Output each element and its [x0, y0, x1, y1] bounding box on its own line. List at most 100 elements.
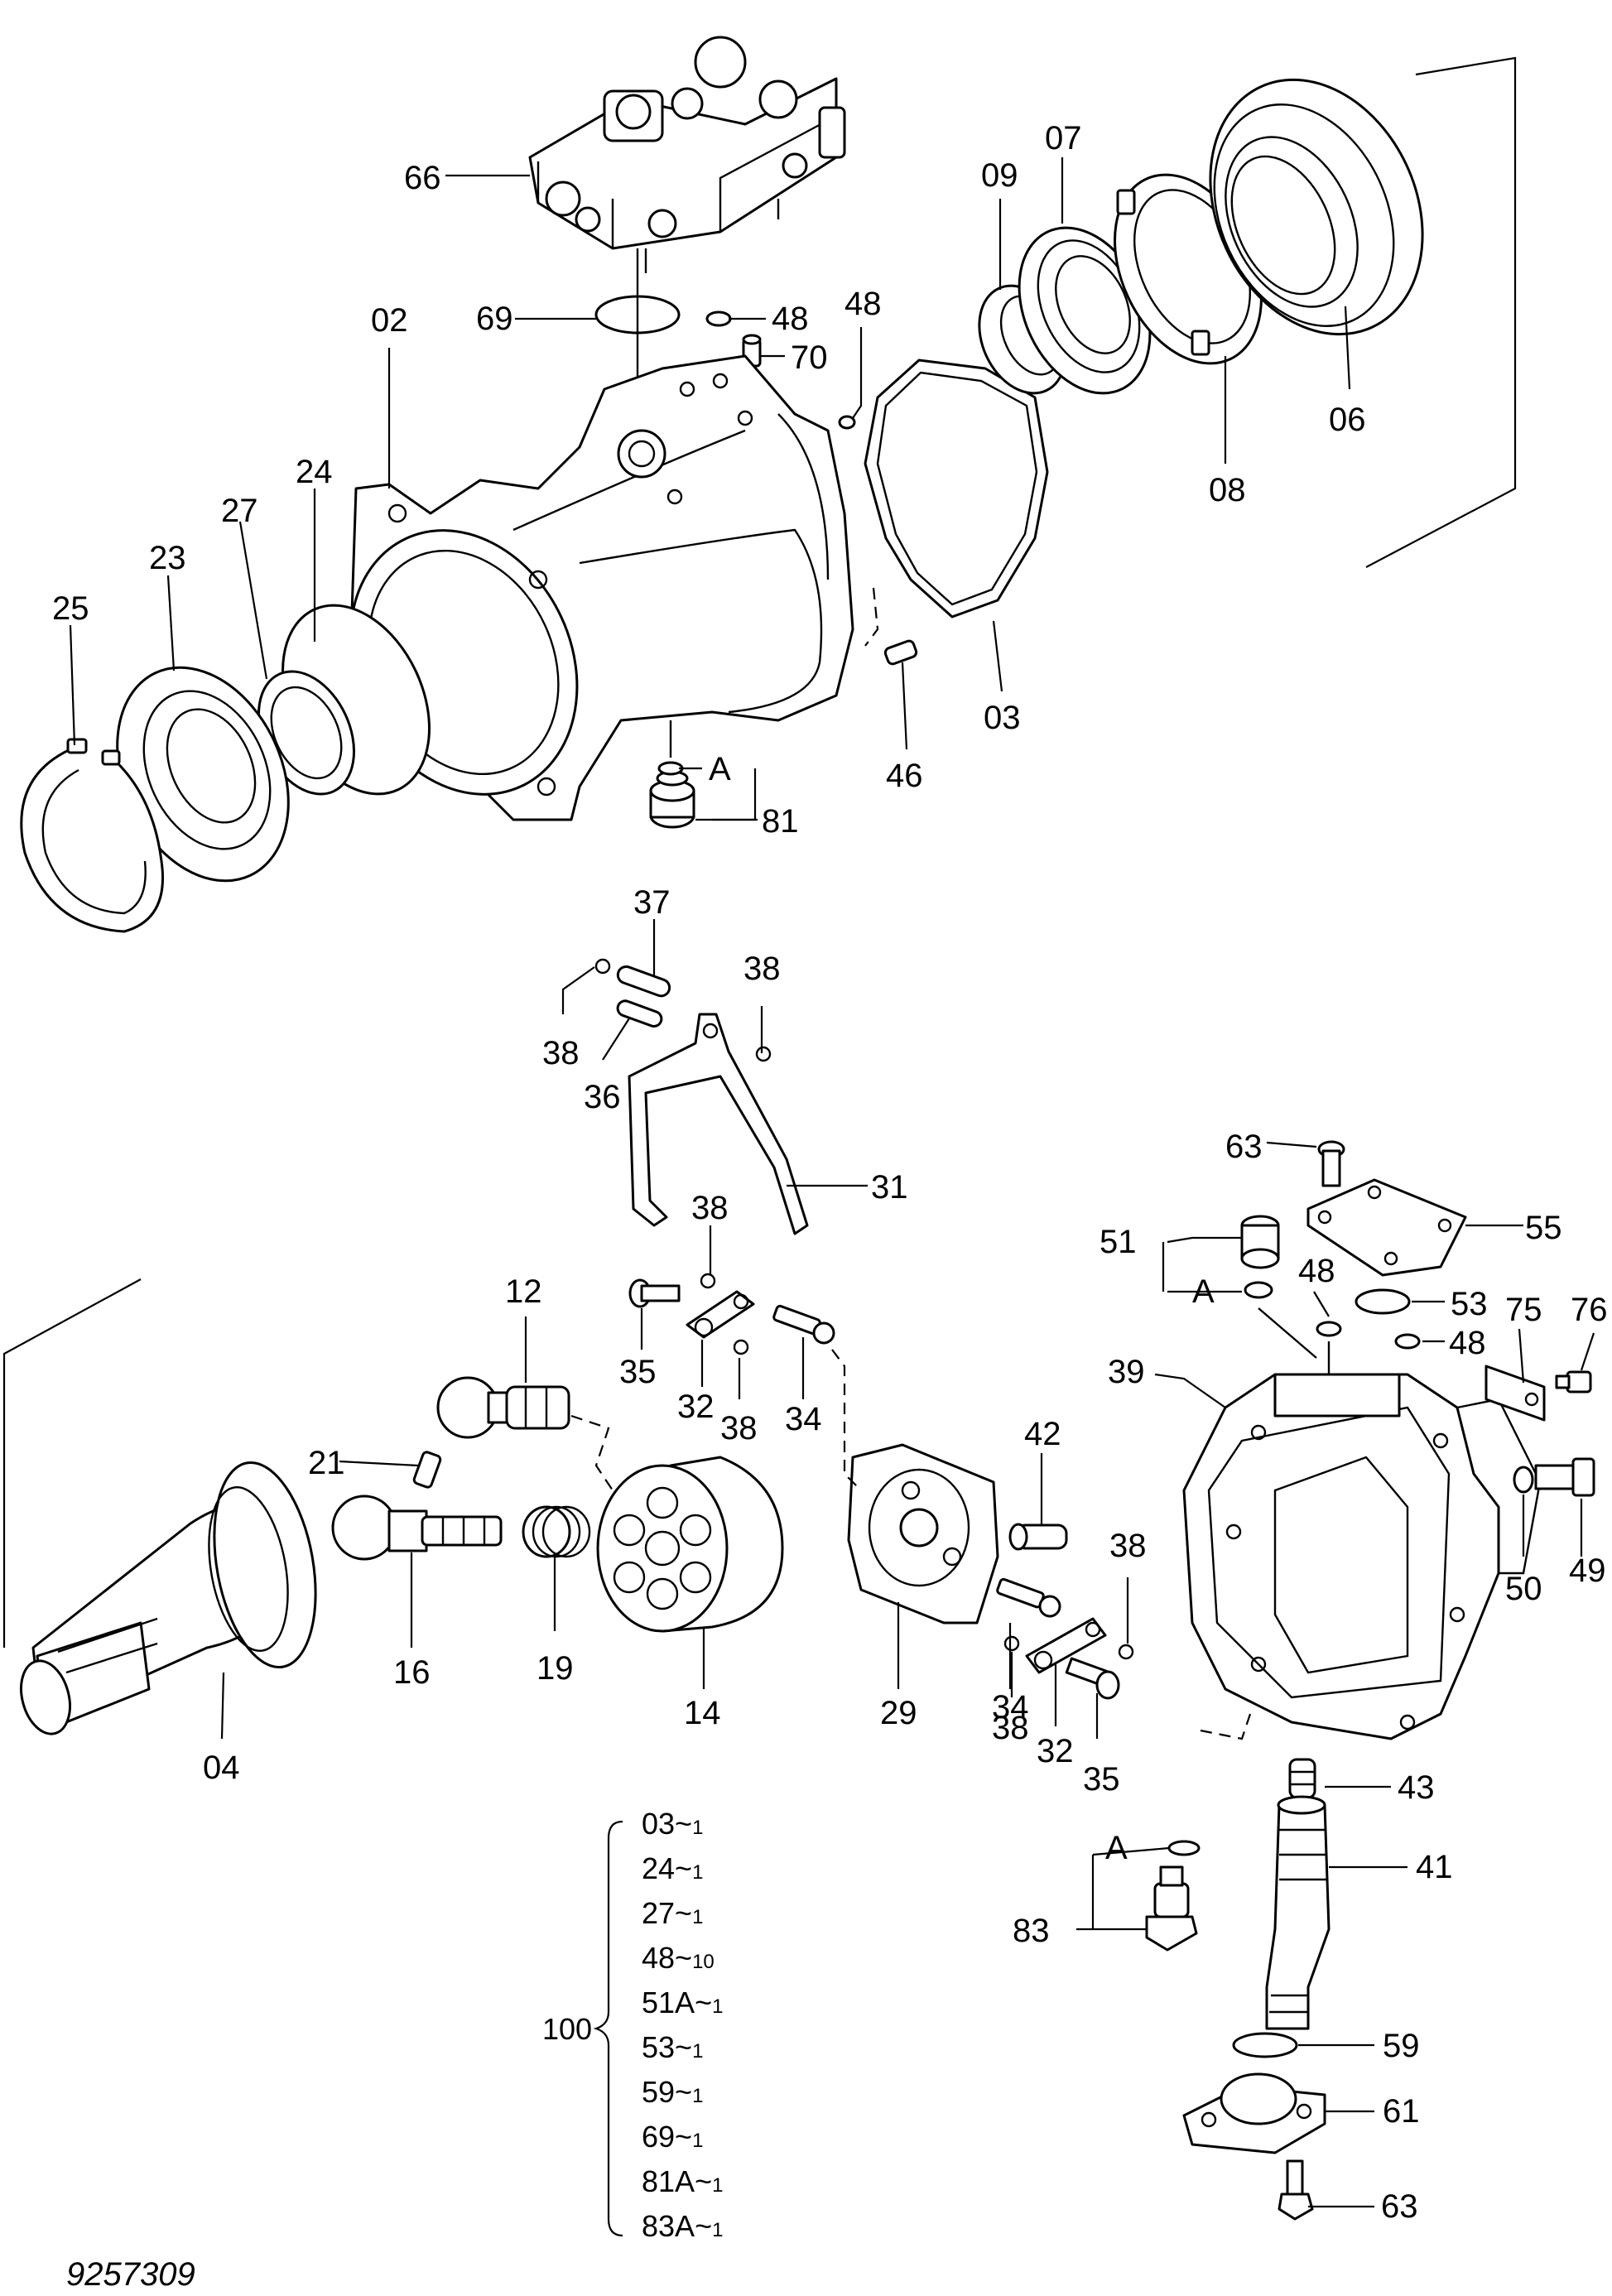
part-38-clip-e: [1118, 1644, 1134, 1660]
callout-42: 42: [1024, 1416, 1061, 1452]
part-48-o-ring-top: [705, 310, 732, 327]
seal-kit-item-qty: 1: [712, 1995, 723, 2018]
part-34-pin-upper: [772, 1304, 835, 1345]
callout-mark-a-bottom: A: [1105, 1830, 1128, 1866]
callout-66: 66: [404, 160, 441, 196]
seal-kit-item: 24~1: [642, 1851, 703, 1885]
seal-kit-item-code: 03: [642, 1807, 675, 1841]
seal-kit-item: 27~1: [642, 1896, 703, 1930]
seal-kit-item-qty: 1: [692, 1861, 703, 1884]
part-53-o-ring: [1355, 1288, 1411, 1315]
callout-49: 49: [1569, 1552, 1606, 1589]
part-25-snap-ring: [20, 738, 164, 933]
seal-kit-item-code: 59: [642, 2075, 675, 2109]
callout-25: 25: [52, 590, 89, 627]
callout-07: 07: [1045, 120, 1082, 156]
seal-kit-item-code: 27: [642, 1896, 675, 1930]
callout-34-upper: 34: [785, 1401, 822, 1437]
part-83-sensor: [1145, 1865, 1198, 1952]
seal-kit-item-qty: 1: [692, 2040, 703, 2063]
callout-12: 12: [505, 1273, 542, 1310]
seal-kit-item-separator: ~: [675, 2030, 692, 2064]
seal-kit-item: 48~10: [642, 1941, 715, 1975]
part-50-washer: [1513, 1466, 1534, 1494]
callout-32-lower: 32: [1037, 1733, 1074, 1769]
part-35-pin-lower: [1065, 1657, 1120, 1700]
callout-03: 03: [984, 700, 1021, 736]
callout-38-b: 38: [542, 1035, 580, 1071]
callout-38-e: 38: [1109, 1528, 1147, 1564]
part-63-bolt-bottom: [1278, 2159, 1314, 2221]
part-31-lever: [628, 1013, 809, 1235]
part-04-drive-shaft: [20, 1461, 317, 1735]
part-21-pin: [412, 1451, 442, 1489]
callout-59: 59: [1383, 2028, 1420, 2064]
callout-29: 29: [880, 1695, 917, 1731]
seal-kit-item-qty: 1: [692, 2130, 703, 2152]
callout-53: 53: [1451, 1286, 1488, 1322]
seal-kit-item: 83A~1: [642, 2209, 723, 2243]
seal-kit-item-qty: 1: [692, 2085, 703, 2107]
part-32-link-left: [686, 1290, 755, 1339]
seal-kit-item-separator: ~: [675, 2075, 692, 2109]
part-32-link-lower: [1025, 1617, 1107, 1674]
seal-kit-item-qty: 1: [712, 2174, 723, 2197]
part-83-o-ring: [1167, 1840, 1201, 1856]
callout-23: 23: [149, 540, 186, 576]
callout-14: 14: [684, 1695, 721, 1731]
callout-38-f: 38: [992, 1710, 1029, 1746]
part-66-valve-block: [528, 36, 846, 273]
seal-kit-item-code: 81A: [642, 2164, 695, 2198]
part-49-bolt: [1534, 1457, 1595, 1497]
callout-19: 19: [537, 1650, 574, 1687]
drawing-number: 9257309: [66, 2256, 195, 2293]
callout-04: 04: [203, 1750, 240, 1786]
seal-kit-brace: [593, 1820, 623, 2237]
callout-08: 08: [1209, 472, 1246, 508]
seal-kit-item-separator: ~: [675, 1896, 692, 1930]
callout-63-bottom: 63: [1381, 2188, 1418, 2225]
callout-46: 46: [886, 758, 923, 794]
part-39-head-cover: [1182, 1373, 1542, 1740]
alignment-dash-c: [1200, 1713, 1252, 1740]
seal-kit-item-separator: ~: [675, 1941, 692, 1975]
callout-48-top: 48: [772, 301, 809, 337]
seal-kit-item-separator: ~: [695, 2209, 712, 2243]
part-38-clip-d: [733, 1339, 749, 1355]
alignment-dash-d: [864, 587, 879, 647]
callout-70: 70: [791, 339, 828, 376]
part-51-plug: [1240, 1215, 1280, 1269]
callout-51: 51: [1100, 1224, 1137, 1260]
seal-kit-item-code: 24: [642, 1851, 675, 1885]
seal-kit-item-code: 53: [642, 2030, 675, 2064]
seal-kit-item-qty: 1: [692, 1906, 703, 1928]
callout-16: 16: [393, 1654, 431, 1691]
callout-36: 36: [584, 1079, 621, 1115]
seal-kit-item-qty: 1: [692, 1817, 703, 1839]
callout-32-left: 32: [677, 1389, 715, 1425]
seal-kit-item-separator: ~: [675, 1807, 692, 1841]
callout-38-a: 38: [743, 951, 781, 987]
callout-31: 31: [871, 1169, 908, 1206]
seal-kit-item: 69~1: [642, 2120, 703, 2154]
part-34-pin-lower: [996, 1577, 1061, 1618]
seal-kit-item-code: 48: [642, 1941, 675, 1975]
part-38-clip-b: [755, 1046, 772, 1062]
callout-76: 76: [1571, 1292, 1608, 1328]
seal-kit-item-separator: ~: [695, 1986, 712, 2019]
part-36-pin: [616, 999, 663, 1028]
callout-61: 61: [1383, 2093, 1420, 2130]
part-35-pin-left: [628, 1278, 681, 1308]
part-48-o-ring-right-a: [1316, 1321, 1342, 1337]
callout-labels: 66 69 48 70 02 48 09 07 08 06 03 46 A 81…: [52, 120, 1608, 2225]
callout-38-c: 38: [691, 1190, 729, 1226]
callout-09: 09: [981, 157, 1018, 194]
callout-48-right-b: 48: [1449, 1325, 1486, 1361]
callout-37: 37: [633, 884, 671, 921]
callout-83: 83: [1013, 1913, 1050, 1949]
seal-kit-item: 59~1: [642, 2075, 703, 2109]
seal-kit-item-separator: ~: [675, 1851, 692, 1885]
callout-55: 55: [1525, 1210, 1562, 1246]
part-59-o-ring: [1232, 2032, 1298, 2058]
